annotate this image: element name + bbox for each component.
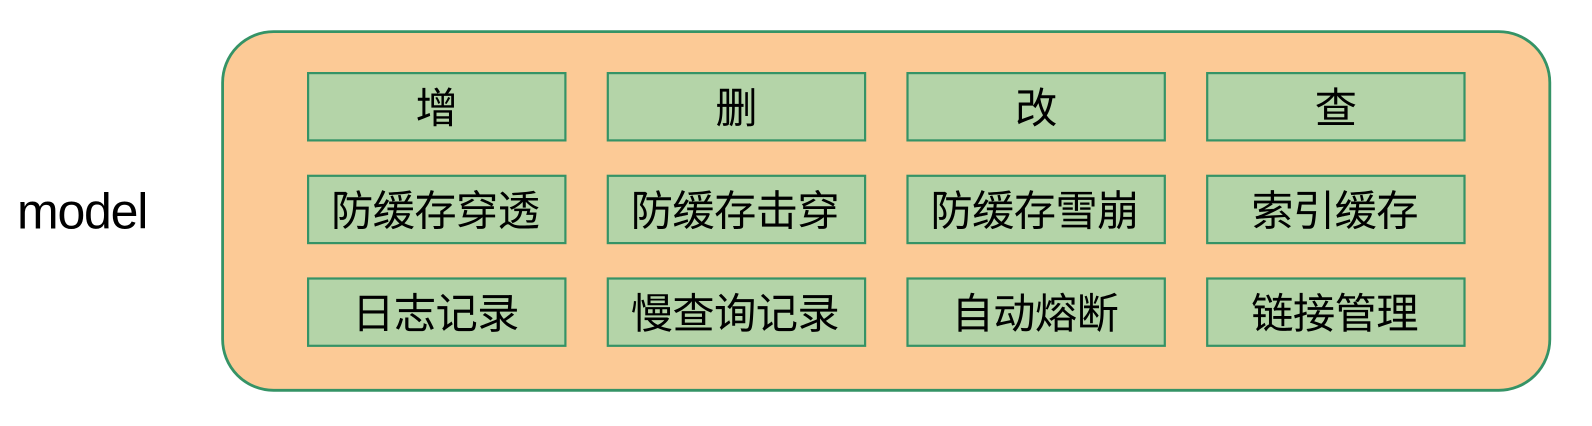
svg-text:model: model: [17, 184, 147, 240]
